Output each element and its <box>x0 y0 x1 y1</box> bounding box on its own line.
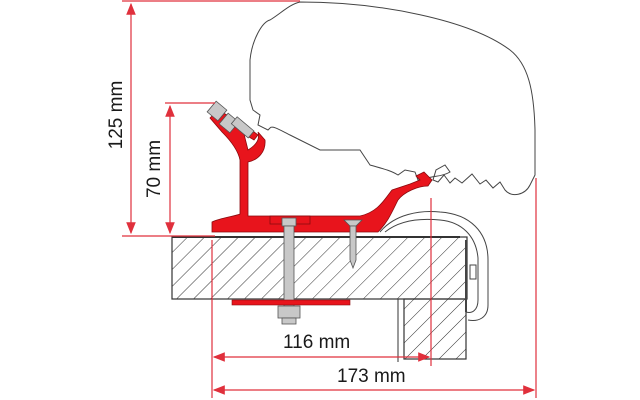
edge-profile <box>379 211 489 321</box>
dimension-173mm-label: 173 mm <box>337 366 406 387</box>
dimension-lines <box>122 0 537 398</box>
top-bolt <box>206 100 255 139</box>
awning-cassette <box>249 1 536 196</box>
dimension-125mm-label: 125 mm <box>106 80 127 150</box>
dimension-116mm-label: 116 mm <box>283 332 351 353</box>
roof-panel <box>171 236 468 300</box>
bolt-and-nut <box>231 217 351 325</box>
wall-panel <box>397 298 467 362</box>
dimension-70mm-label: 70 mm <box>144 139 165 199</box>
wood-screw <box>343 219 363 270</box>
